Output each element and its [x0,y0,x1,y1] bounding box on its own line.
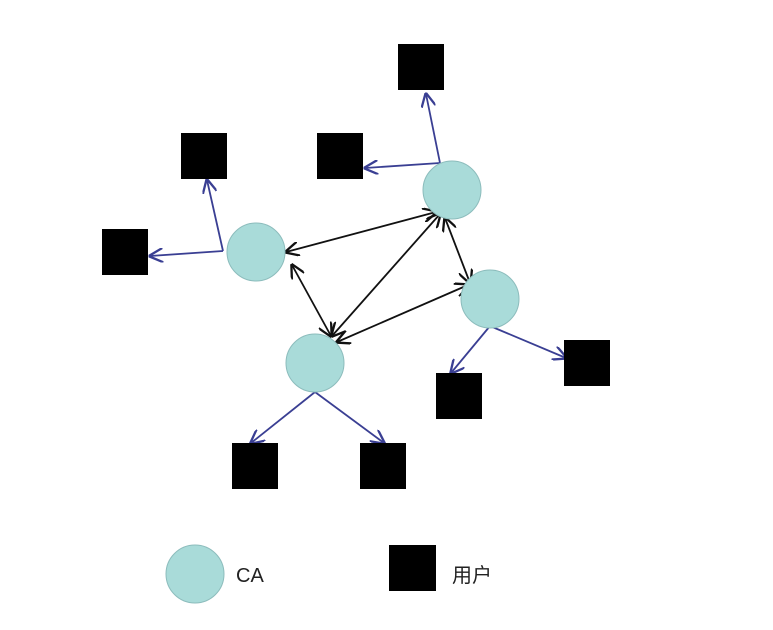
ca-link-bottom-right [337,285,468,342]
user-node-4 [102,229,148,275]
user-link-right-down [451,325,491,373]
ca-nodes [226,160,520,393]
ca-node-left [226,222,286,282]
user-node-6 [436,373,482,419]
user-node-2 [317,133,363,179]
user-links [150,94,566,443]
ca-link-top-right [445,218,470,283]
user-link-top-up [426,94,441,164]
ca-link-bottom-top [332,214,440,336]
user-node-8 [360,443,406,489]
ca-node-bottom [285,333,345,393]
user-node-5 [564,340,610,386]
user-link-bottom-right [314,391,384,443]
legend: CA 用户 [165,544,492,604]
user-node-3 [181,133,227,179]
ca-link-left-top [286,212,436,252]
user-link-bottom-left [251,391,316,443]
ca-links [286,212,470,342]
user-link-top-left [365,163,441,168]
user-node-7 [232,443,278,489]
ca-node-right [460,269,520,329]
user-link-right-right [489,325,566,358]
legend-user-symbol [389,545,436,591]
legend-ca-label: CA [236,565,264,587]
legend-ca-symbol [165,544,225,604]
user-nodes [102,44,610,489]
ca-link-left-bottom [292,265,331,336]
user-link-left-left [150,251,224,256]
user-node-1 [398,44,444,90]
legend-user-label: 用户 [452,564,492,587]
user-link-left-up [207,180,224,252]
ca-node-top [422,160,482,220]
